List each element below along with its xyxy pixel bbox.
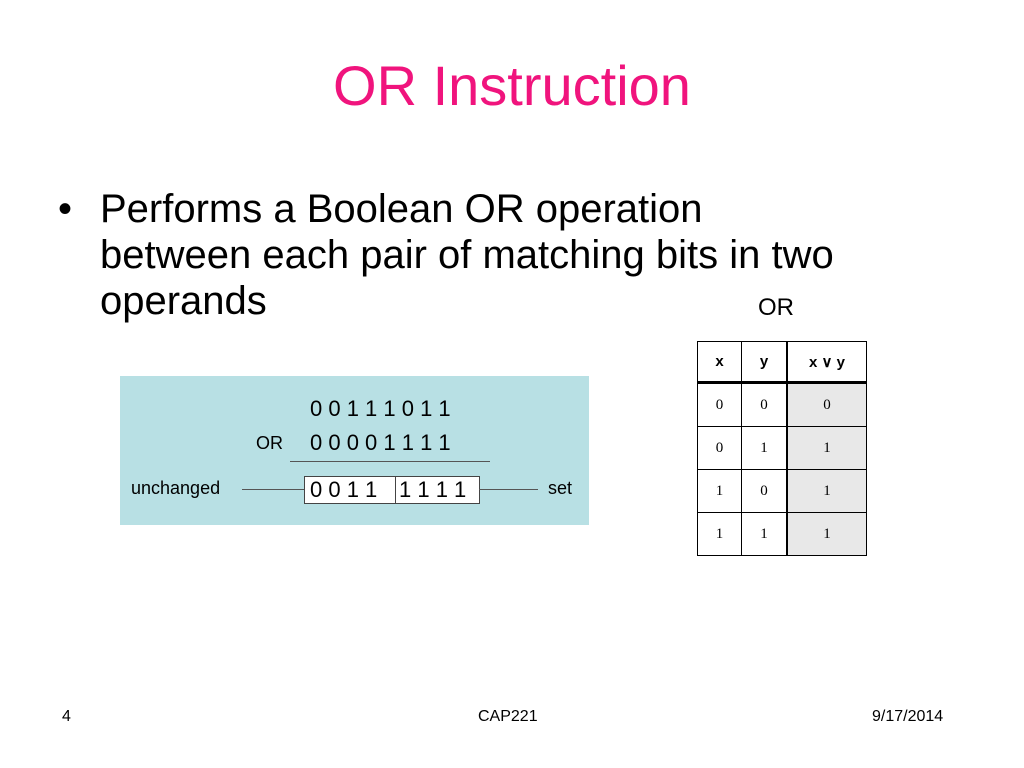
cell-result: 0 <box>786 382 867 427</box>
cell-y: 1 <box>741 512 788 556</box>
bullet-line: operands <box>100 279 267 323</box>
footer-date: 9/17/2014 <box>872 708 944 725</box>
unchanged-leader-line <box>242 489 304 490</box>
operator-label: OR <box>256 433 283 453</box>
header-x-or-y: x ∨ y <box>786 341 867 384</box>
cell-result: 1 <box>786 426 867 470</box>
bullet-dot: • <box>58 187 73 231</box>
truth-table-row: 1 1 1 <box>697 512 867 556</box>
bullet-line: Performs a Boolean OR operation <box>100 187 703 231</box>
footer-course: CAP221 <box>478 708 538 725</box>
cell-x: 0 <box>697 382 742 427</box>
set-leader-line <box>479 489 538 490</box>
truth-table-row: 0 1 1 <box>697 426 867 470</box>
or-truth-table: x y x ∨ y 0 0 0 0 1 1 1 0 1 1 1 1 <box>697 341 867 556</box>
cell-y: 1 <box>741 426 788 470</box>
bullet-line: between each pair of matching bits in tw… <box>100 233 834 277</box>
cell-y: 0 <box>741 469 788 513</box>
cell-x: 1 <box>697 469 742 513</box>
header-y: y <box>741 341 788 384</box>
slide-title: OR Instruction <box>333 54 691 117</box>
cell-x: 1 <box>697 512 742 556</box>
set-label: set <box>548 478 573 498</box>
operand-1-bits: 0 0 1 1 1 0 1 1 <box>310 396 451 421</box>
footer-page-number: 4 <box>62 708 71 725</box>
operand-2-bits: 0 0 0 0 1 1 1 1 <box>310 430 451 455</box>
truth-table-caption: OR <box>758 294 794 321</box>
header-x: x <box>697 341 742 384</box>
cell-y: 0 <box>741 382 788 427</box>
cell-result: 1 <box>786 469 867 513</box>
sum-rule <box>290 461 490 462</box>
unchanged-label: unchanged <box>131 478 221 498</box>
result-unchanged-box <box>304 476 397 504</box>
truth-table-header-row: x y x ∨ y <box>697 341 867 384</box>
result-set-box <box>395 476 480 504</box>
bullet-text: Performs a Boolean OR operation between … <box>100 186 958 324</box>
result-bits-set: 1 1 1 1 <box>399 477 467 502</box>
truth-table-row: 0 0 0 <box>697 382 867 427</box>
cell-x: 0 <box>697 426 742 470</box>
truth-table-row: 1 0 1 <box>697 469 867 513</box>
cell-result: 1 <box>786 512 867 556</box>
or-example-diagram: 0 0 1 1 1 0 1 1 OR 0 0 0 0 1 1 1 1 0 0 1… <box>120 376 589 525</box>
result-bits-unchanged: 0 0 1 1 <box>310 477 378 502</box>
